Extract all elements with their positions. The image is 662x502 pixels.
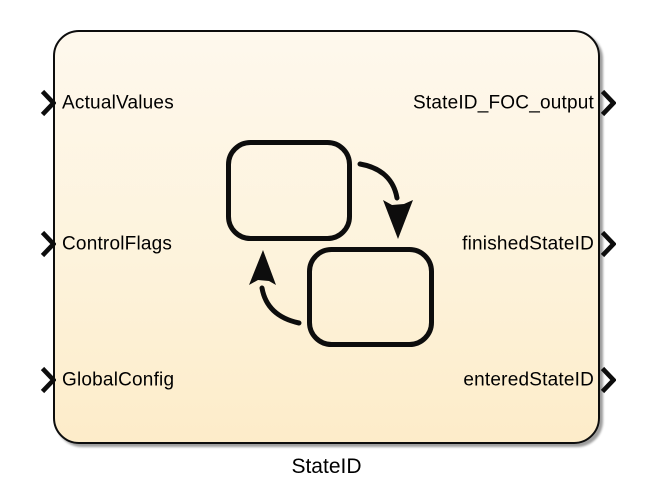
state-rect-bottom xyxy=(307,247,434,347)
input-port-icon[interactable] xyxy=(40,89,56,117)
output-port-stateid-foc-output[interactable]: StateID_FOC_output xyxy=(412,89,616,117)
input-port-icon[interactable] xyxy=(40,366,56,394)
input-port-actualvalues[interactable]: ActualValues xyxy=(40,89,174,117)
state-rect-top xyxy=(226,140,352,241)
stateflow-chart-icon xyxy=(226,140,434,347)
input-port-icon[interactable] xyxy=(40,230,56,258)
output-port-icon[interactable] xyxy=(600,230,616,258)
transition-arrow-up-curve xyxy=(259,285,302,326)
transition-arrow-down-curve xyxy=(357,161,400,201)
block-name-label[interactable]: StateID xyxy=(291,455,362,478)
output-port-finishedstateid[interactable]: finishedStateID xyxy=(462,230,616,258)
arrowhead-up xyxy=(249,250,276,285)
input-port-label: GlobalConfig xyxy=(62,369,175,390)
output-port-icon[interactable] xyxy=(600,366,616,394)
stateflow-chart-block[interactable] xyxy=(53,30,600,444)
input-port-label: ControlFlags xyxy=(62,233,173,254)
output-port-enteredstateid[interactable]: enteredStateID xyxy=(463,366,616,394)
output-port-label: StateID_FOC_output xyxy=(412,92,594,113)
output-port-label: enteredStateID xyxy=(463,369,594,390)
output-port-label: finishedStateID xyxy=(462,233,594,254)
output-port-icon[interactable] xyxy=(600,89,616,117)
arrowhead-down xyxy=(383,200,413,239)
input-port-globalconfig[interactable]: GlobalConfig xyxy=(40,366,175,394)
input-port-label: ActualValues xyxy=(62,92,174,113)
input-port-controlflags[interactable]: ControlFlags xyxy=(40,230,173,258)
